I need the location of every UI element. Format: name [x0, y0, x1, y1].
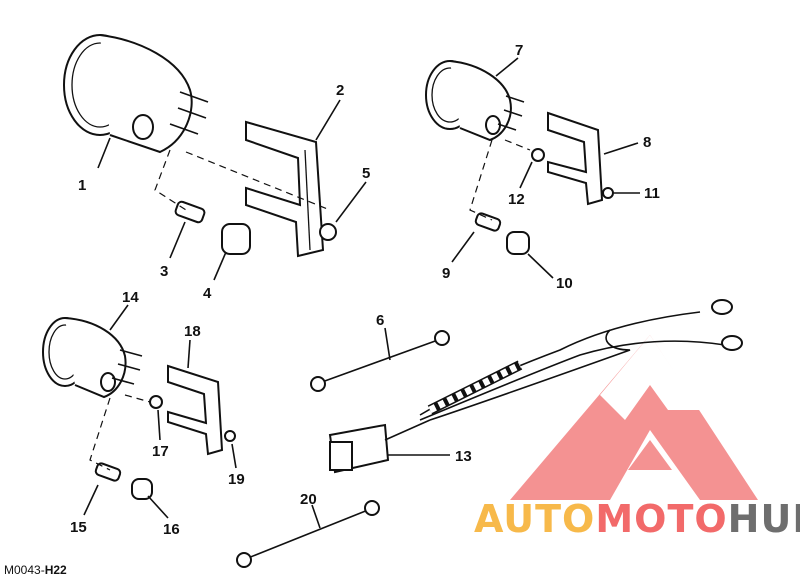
callout-2: 2 — [336, 82, 344, 99]
assembly-line — [504, 139, 531, 151]
mounting-bracket-8 — [547, 111, 604, 206]
boot-10 — [506, 231, 530, 255]
gauge-large — [63, 34, 209, 154]
figure-code-prefix: M0043- — [4, 563, 45, 577]
figure-code-suffix: H22 — [44, 563, 67, 577]
callout-14: 14 — [122, 289, 139, 306]
callout-20: 20 — [300, 491, 317, 508]
gauge-lower-left — [42, 317, 143, 399]
callout-5: 5 — [362, 165, 370, 182]
callout-9: 9 — [442, 265, 450, 282]
connector-3 — [174, 200, 206, 224]
callout-3: 3 — [160, 263, 168, 280]
watermark-triangle-logo — [510, 335, 758, 500]
nut-5 — [319, 223, 337, 241]
callout-15-18-label: 18 — [184, 323, 201, 340]
callout-1: 1 — [78, 177, 86, 194]
assembly-line — [185, 151, 331, 211]
callout-19: 19 — [228, 471, 245, 488]
washer-12 — [531, 148, 545, 162]
callout-12: 12 — [508, 191, 525, 208]
connector-9 — [474, 212, 502, 232]
callout-16: 16 — [163, 521, 180, 538]
figure-code: M0043-H22 — [4, 563, 67, 577]
wiring-harness — [328, 299, 743, 474]
mounting-bracket-18 — [167, 364, 224, 456]
connector-15 — [94, 462, 122, 482]
watermark-word-auto: AUTO — [474, 497, 596, 541]
callout-17: 17 — [152, 443, 169, 460]
mounting-bracket-large — [245, 120, 325, 258]
leader-lines — [83, 57, 640, 529]
callout-11: 11 — [644, 185, 660, 202]
callout-10: 10 — [556, 275, 573, 292]
watermark-wordmark: AUTOMOTOHUB — [474, 497, 800, 541]
callout-13: 13 — [455, 448, 472, 465]
boot-4 — [221, 223, 251, 255]
gauge-upper-right — [425, 60, 525, 142]
watermark-word-hub: HUB — [727, 497, 800, 541]
assembly-line — [89, 397, 111, 471]
callout-8: 8 — [643, 134, 651, 151]
callout-7: 7 — [515, 42, 523, 59]
screw-11 — [602, 187, 614, 199]
boot-16 — [131, 478, 153, 500]
callout-4: 4 — [203, 285, 212, 302]
watermark-word-moto: MOTO — [595, 497, 728, 541]
assembly-line — [469, 139, 493, 221]
assembly-line — [154, 149, 187, 211]
washer-17 — [149, 395, 163, 409]
callout-15: 15 — [70, 519, 87, 536]
screw-19 — [224, 430, 236, 442]
ground-wire-20 — [236, 500, 380, 568]
callout-6: 6 — [376, 312, 384, 329]
ground-wire-6 — [310, 330, 450, 392]
assembly-line — [124, 394, 151, 403]
